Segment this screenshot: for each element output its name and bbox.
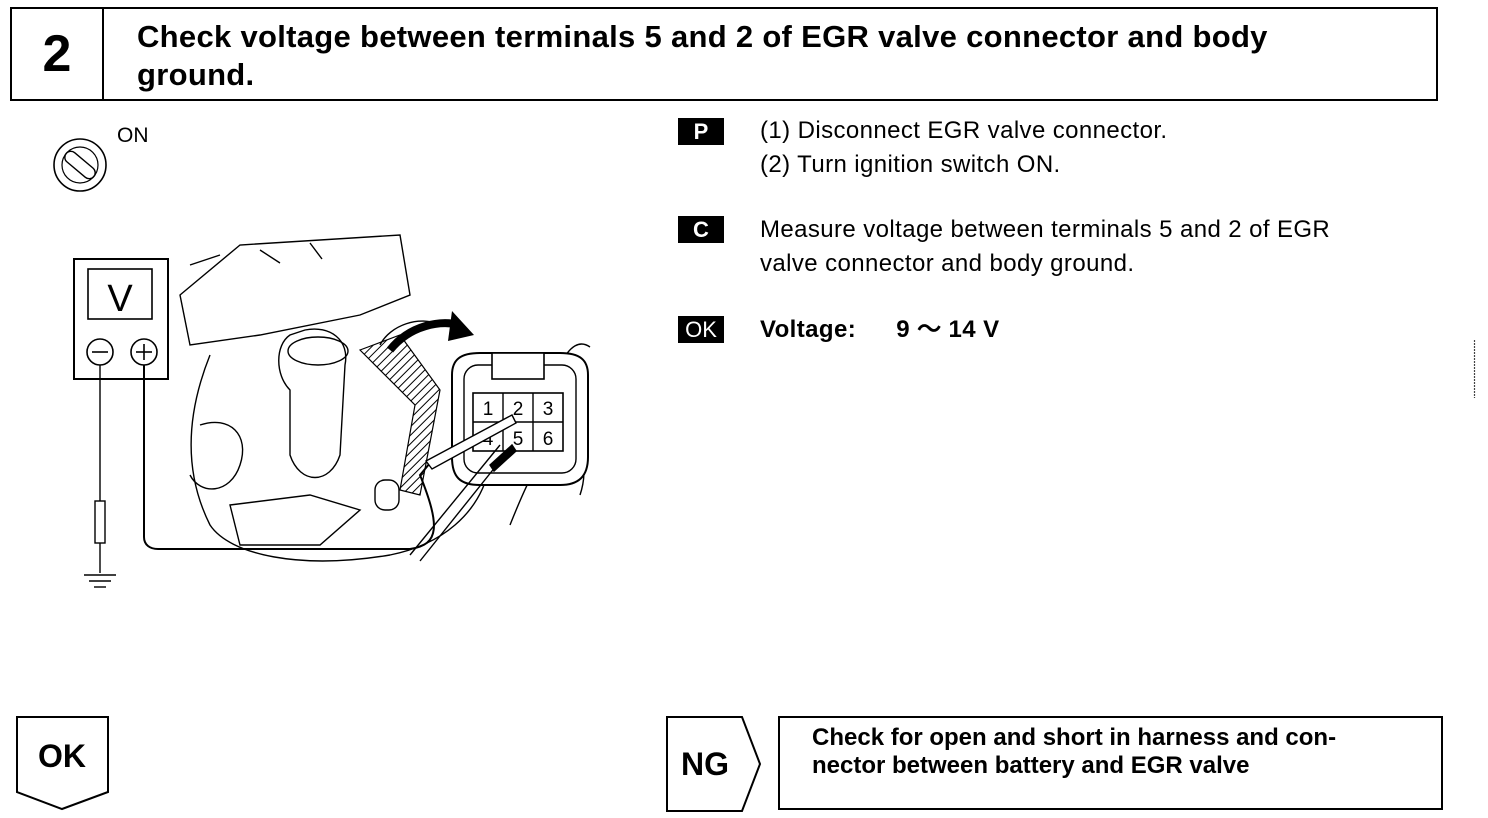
connector-pin-1: 1 (483, 399, 494, 420)
wiring-illustration: V (73, 234, 591, 588)
egr-connector: 1 2 3 4 5 6 (451, 352, 589, 486)
ng-action-box: Check for open and short in harness and … (778, 716, 1443, 810)
harness-hatched (358, 334, 441, 496)
connector-pin-4: 4 (483, 429, 494, 450)
connector-pin-5: 5 (513, 429, 524, 450)
ground-lead (84, 365, 116, 588)
prepare-step-2: (2) Turn ignition switch ON. (760, 151, 1061, 178)
step-title: Check voltage between terminals 5 and 2 … (137, 18, 1427, 94)
connector-pin-6: 6 (543, 429, 554, 450)
ok-spec: Voltage: 9 ～ 14 V (760, 313, 1000, 347)
ng-flow-label: NG (681, 746, 729, 782)
step-title-line1: Check voltage between terminals 5 and 2 … (137, 19, 1268, 54)
ok-tag: OK (678, 316, 724, 343)
connector-pin-3: 3 (543, 399, 554, 420)
connector-pin-2: 2 (513, 399, 524, 420)
ok-spec-value: 9 ～ 14 V (896, 316, 1000, 343)
ignition-label: ON (117, 124, 149, 147)
prepare-steps: (1) Disconnect EGR valve connector. (2) … (760, 114, 1168, 182)
test-probes (143, 365, 517, 562)
check-tag: C (678, 216, 724, 243)
ng-flow-box (666, 716, 762, 812)
ng-action-line2: nector between battery and EGR valve (812, 752, 1250, 779)
prepare-step-1: (1) Disconnect EGR valve connector. (760, 117, 1168, 144)
page-edge-mark (1473, 340, 1476, 398)
step-number: 2 (12, 9, 104, 99)
ng-action-text: Check for open and short in harness and … (812, 724, 1432, 780)
ok-flow-box (16, 716, 109, 811)
step-header: 2 Check voltage between terminals 5 and … (10, 7, 1438, 101)
ignition-switch-icon (53, 138, 107, 192)
ng-action-line1: Check for open and short in harness and … (812, 724, 1337, 751)
ok-flow-label: OK (38, 738, 86, 774)
check-line-1: Measure voltage between terminals 5 and … (760, 216, 1331, 243)
check-line-2: valve connector and body ground. (760, 250, 1135, 277)
prepare-tag: P (678, 118, 724, 145)
step-title-line2: ground. (137, 57, 255, 92)
voltmeter: V (73, 258, 169, 380)
ok-spec-label: Voltage: (760, 316, 857, 343)
check-steps: Measure voltage between terminals 5 and … (760, 213, 1460, 281)
voltmeter-label: V (107, 278, 133, 320)
